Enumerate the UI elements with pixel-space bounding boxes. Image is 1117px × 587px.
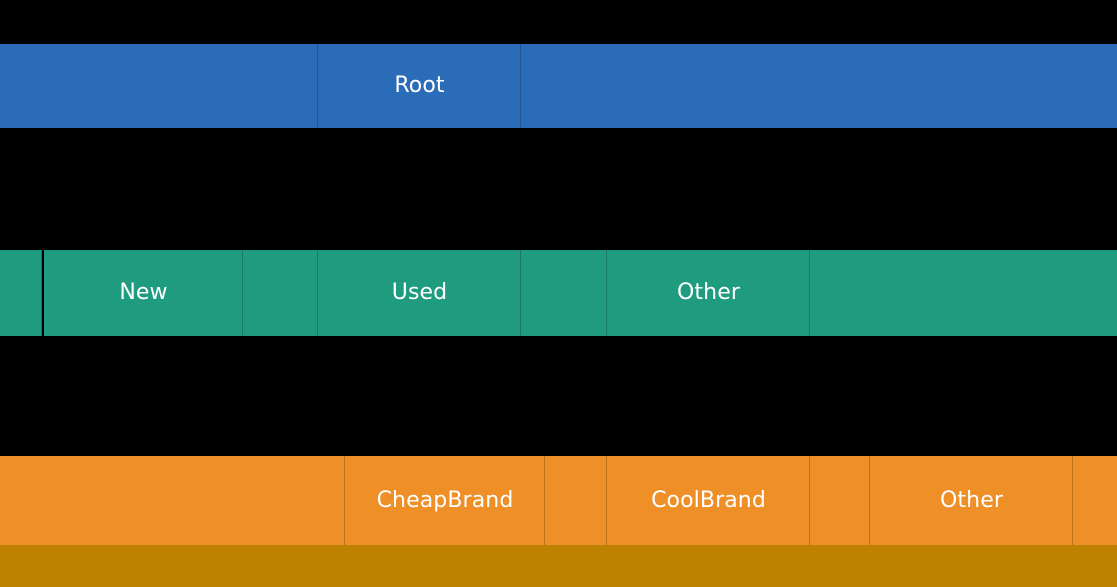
icicle-sector-other-brand-b[interactable]: [1073, 456, 1117, 545]
icicle-level-brand-level: CheapBrand CoolBrand Other: [0, 456, 1117, 545]
icicle-sector-used-b[interactable]: [521, 250, 607, 336]
icicle-sector-new[interactable]: New: [44, 250, 243, 336]
icicle-sector-root-c[interactable]: [521, 44, 1117, 128]
icicle-sector-label: CheapBrand: [376, 487, 514, 513]
icicle-sector-label: Other: [677, 280, 740, 305]
icicle-level-root-level: Root: [0, 44, 1117, 128]
icicle-sector-other-cat-b[interactable]: [810, 250, 1117, 336]
icicle-level-leaf-level: [0, 545, 1117, 587]
icicle-sector-brand-pad[interactable]: [0, 456, 345, 545]
icicle-sector-other-brand[interactable]: Other: [870, 456, 1073, 545]
icicle-sector-coolbrand-b[interactable]: [810, 456, 870, 545]
icicle-sector-cheapbrand[interactable]: CheapBrand: [345, 456, 545, 545]
icicle-sector-used[interactable]: Used: [318, 250, 521, 336]
icicle-sector-new-b[interactable]: [243, 250, 318, 336]
icicle-sector-leaf-all[interactable]: [0, 545, 1117, 587]
icicle-sector-cat-pad[interactable]: [0, 250, 42, 336]
icicle-sector-root[interactable]: Root: [318, 44, 521, 128]
icicle-sector-other-cat[interactable]: Other: [607, 250, 810, 336]
icicle-sector-label: Root: [394, 73, 445, 98]
icicle-sector-label: New: [119, 280, 168, 305]
icicle-sector-root-a[interactable]: [0, 44, 318, 128]
icicle-level-category-level: New Used Other: [0, 250, 1117, 336]
icicle-sector-coolbrand[interactable]: CoolBrand: [607, 456, 810, 545]
icicle-sector-cheapbrand-b[interactable]: [545, 456, 607, 545]
icicle-sector-label: Other: [940, 487, 1003, 513]
icicle-sector-label: CoolBrand: [651, 487, 766, 513]
icicle-sector-label: Used: [391, 280, 448, 305]
